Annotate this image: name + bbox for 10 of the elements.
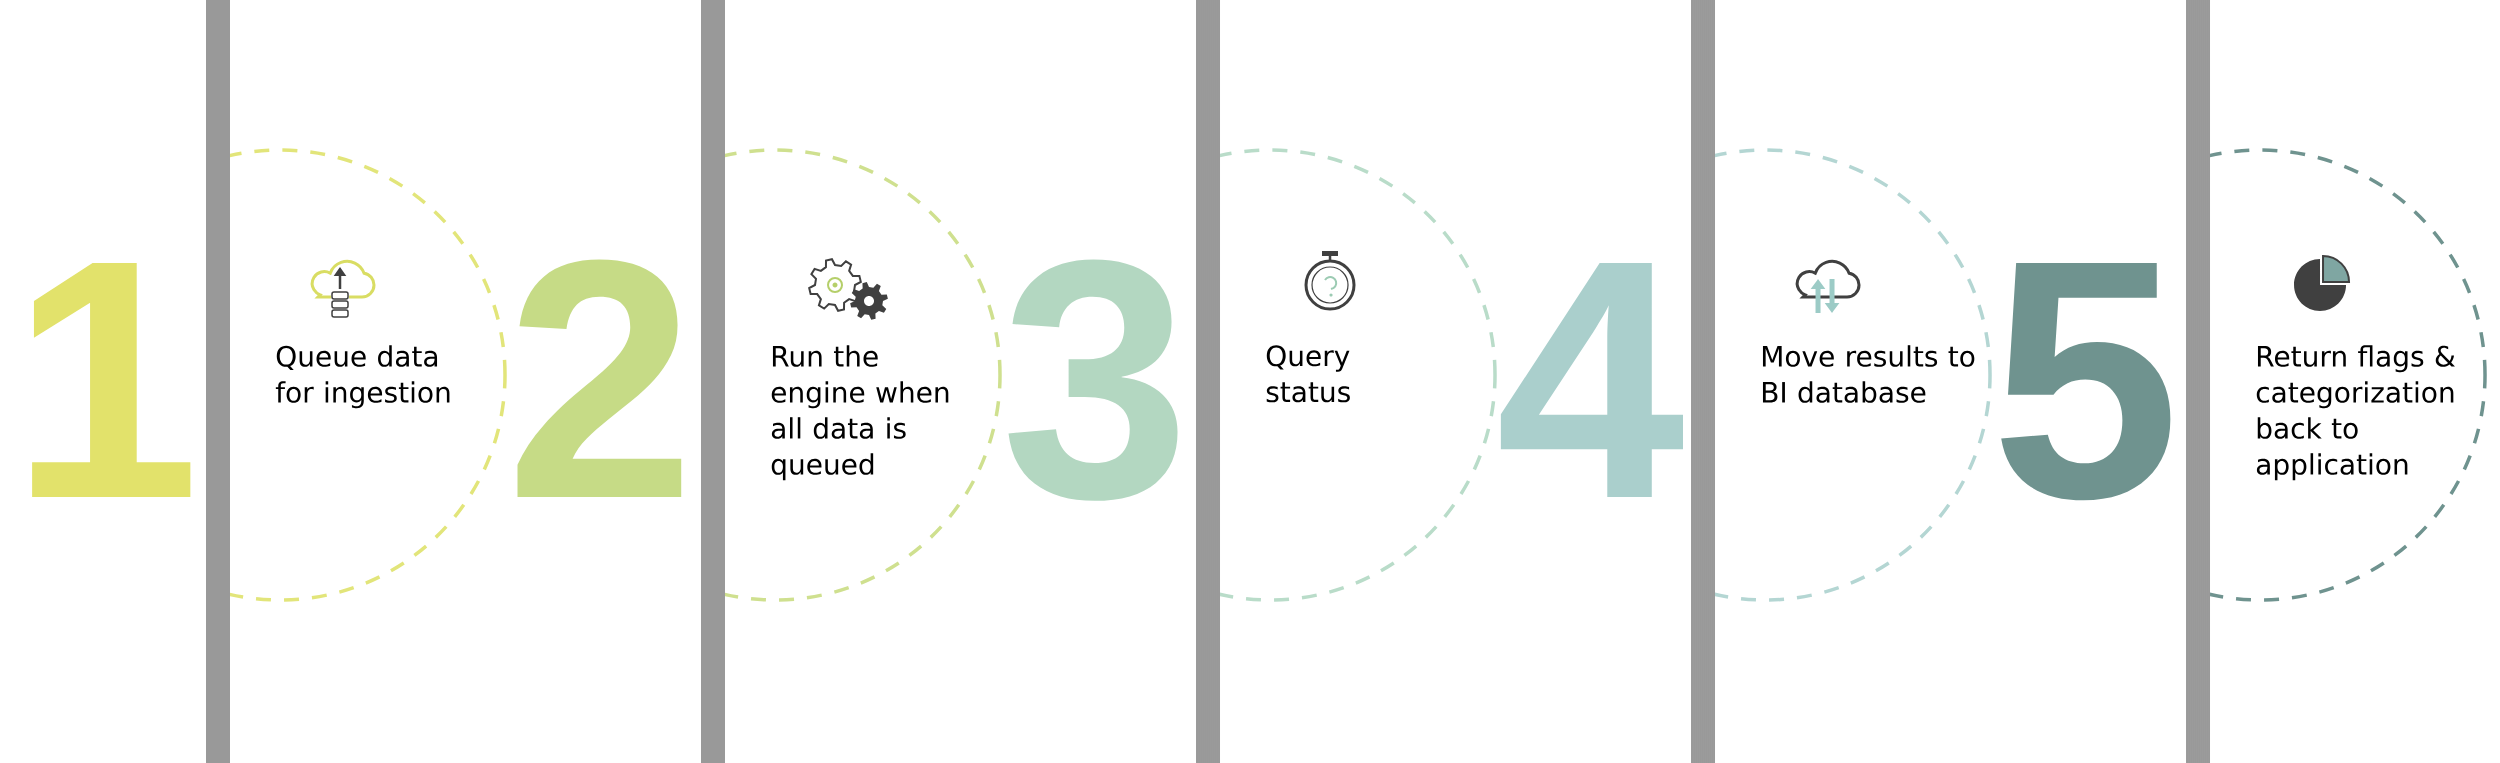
step-number: 2 [517,259,682,497]
step-text: Query status [1266,345,1350,403]
step-text: Return flags & categorization back to application [2256,345,2455,481]
step-number: 4 [1500,263,1683,497]
step-number: 1 [32,263,191,497]
step-text: Run the engine when all data is queued [771,345,949,481]
step-number: 3 [1008,259,1178,501]
step-text: Queue data for ingestion [275,345,450,409]
step-text: Move results to BI database [1762,345,1975,403]
step-number: 5 [2001,263,2171,501]
